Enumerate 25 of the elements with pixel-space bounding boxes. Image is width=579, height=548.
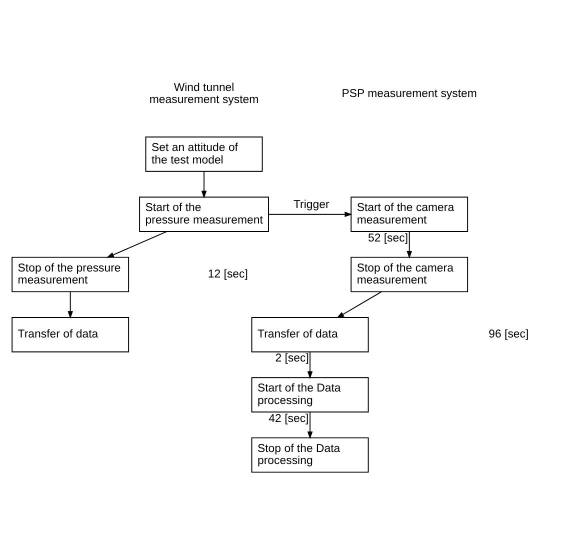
arrow (307, 411, 313, 439)
node-box: Stop of the camera measurement (350, 256, 468, 292)
label: 96 [sec] (488, 328, 529, 340)
arrow (106, 230, 167, 258)
edge-label: 42 [sec] (268, 412, 309, 424)
node-box: Transfer of data (12, 316, 130, 352)
node-box: Start of the Data processing (251, 376, 369, 412)
arrow (336, 290, 382, 318)
arrow (268, 211, 352, 217)
arrow (307, 351, 313, 378)
edge-label: 2 [sec] (275, 352, 309, 364)
node-box: Start of the pressure measurement (139, 196, 269, 232)
arrow (201, 170, 207, 198)
node-box: Start of the camera measurement (350, 196, 468, 232)
label: PSP measurement system (342, 87, 477, 100)
node-box: Stop of the pressure measurement (12, 256, 130, 292)
node-box: Stop of the Data processing (251, 436, 369, 472)
label: 12 [sec] (208, 268, 248, 280)
node-box: Set an attitude of the test model (145, 136, 263, 172)
edge-label: Trigger (293, 198, 330, 211)
edge-label: 52 [sec] (368, 232, 408, 244)
label: Wind tunnel measurement system (149, 81, 259, 106)
node-box: Transfer of data (251, 316, 369, 352)
arrow (406, 230, 412, 258)
arrow (68, 291, 74, 318)
